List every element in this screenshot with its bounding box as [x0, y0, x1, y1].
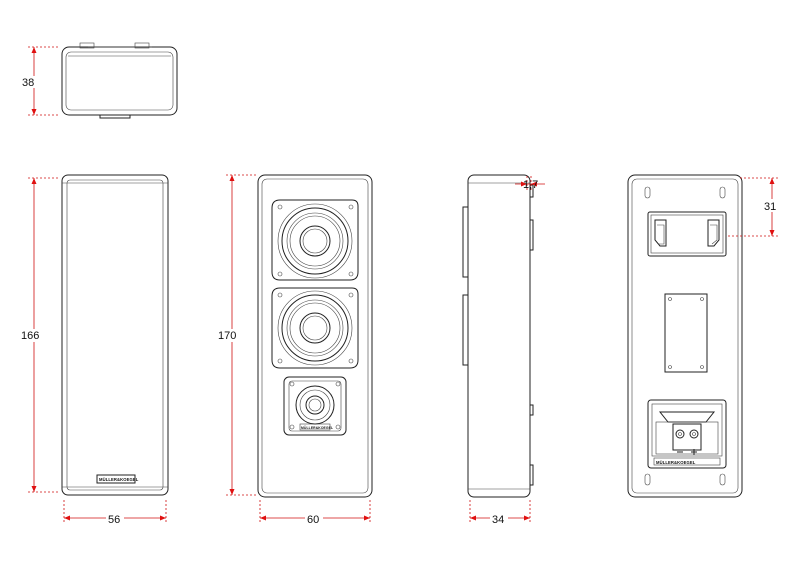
dim-label-31: 31: [764, 201, 776, 213]
dim-label-38: 38: [22, 77, 34, 89]
woofer-upper: [271, 199, 359, 281]
dimension-height-grille: 166: [20, 177, 60, 493]
front-grille-view: MÜLLER&KOEGEL: [61, 174, 169, 496]
dimension-width-front: 60: [259, 500, 371, 526]
dimension-width-grille: 56: [63, 500, 167, 526]
dimension-offset-side: 1,7: [515, 176, 545, 192]
brand-logo-tweeter: MÜLLER&KOEGEL: [301, 425, 333, 430]
front-driver-view: [257, 174, 373, 498]
dim-label-56: 56: [108, 514, 120, 526]
dim-label-1-7: 1,7: [523, 179, 538, 191]
dim-label-34: 34: [492, 514, 504, 526]
dimension-height-top: 38: [22, 46, 60, 116]
side-view: [462, 174, 534, 498]
dim-label-60: 60: [307, 514, 319, 526]
dimension-depth-side: 34: [469, 500, 531, 526]
brand-logo-back: MÜLLER&KOEGEL: [656, 460, 696, 465]
dimension-mount-offset-back: 31: [728, 177, 780, 237]
brand-logo-grille: MÜLLER&KOEGEL: [99, 477, 139, 482]
dimension-height-front: 170: [217, 174, 256, 496]
woofer-lower: [271, 287, 359, 369]
dim-label-170: 170: [218, 330, 236, 342]
top-view: [61, 42, 178, 119]
tweeter: MÜLLER&KOEGEL: [283, 376, 347, 436]
dim-label-166: 166: [21, 330, 39, 342]
back-view: MÜLLER&KOEGEL: [627, 174, 743, 498]
